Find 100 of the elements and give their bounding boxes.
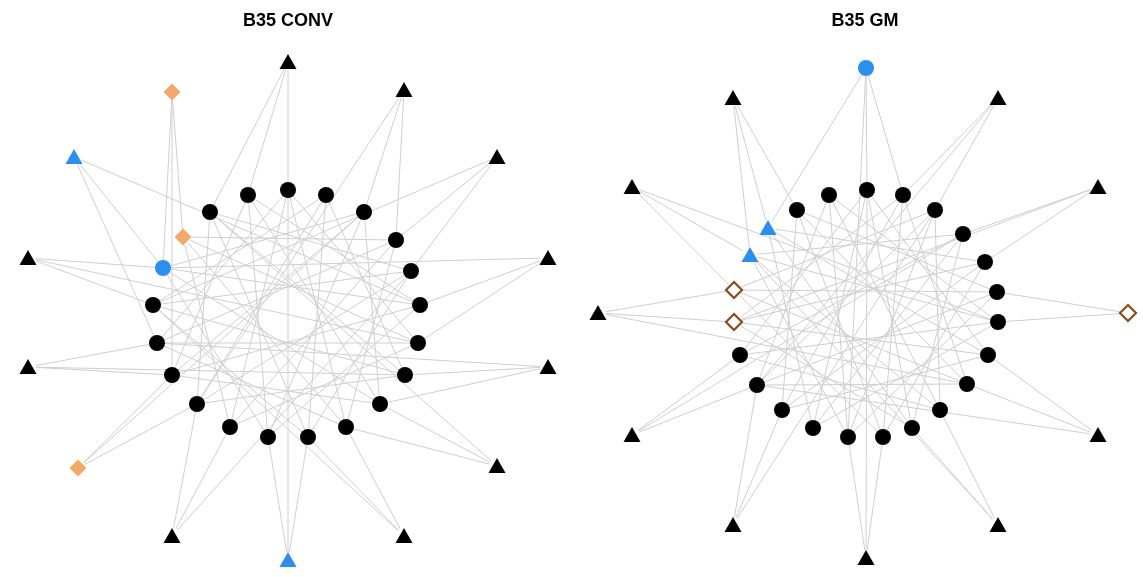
network-edge (747, 356, 933, 409)
circle-node (317, 186, 335, 204)
triangle-node (488, 457, 506, 475)
network-edge (176, 276, 407, 531)
network-edge (415, 162, 493, 266)
network-edge (639, 189, 991, 320)
network-edge (735, 416, 780, 519)
circle-node (402, 262, 420, 280)
network-edge (905, 202, 965, 377)
circle-node (201, 203, 219, 221)
network-edge (204, 375, 398, 404)
triangle-node (724, 516, 742, 534)
network-edge (764, 294, 990, 383)
network-edge (753, 261, 845, 431)
network-edge (173, 411, 196, 529)
network-edge (187, 242, 342, 422)
network-edge (270, 218, 362, 431)
network-edge (190, 236, 389, 241)
network-edge (169, 271, 374, 401)
network-edge (637, 359, 735, 431)
network-edge (170, 257, 541, 269)
network-edge (867, 75, 902, 188)
network-edge (740, 212, 929, 288)
network-edge (868, 197, 911, 421)
circle-node (396, 366, 414, 384)
network-edge (814, 197, 866, 421)
circle-node (926, 201, 944, 219)
triangle-node (724, 89, 742, 107)
triangle-node (65, 148, 83, 166)
panel-title: B35 GM (831, 10, 899, 31)
triangle-node (1089, 426, 1107, 444)
network-edge (754, 260, 994, 520)
network-edge (871, 196, 984, 349)
network-edge (313, 442, 399, 531)
network-edge (785, 201, 900, 404)
network-edge (234, 245, 392, 422)
circle-node (773, 401, 791, 419)
network-edge (164, 343, 541, 367)
network-edge (994, 359, 1092, 431)
network-edge (395, 97, 405, 233)
circle-node (371, 395, 389, 413)
network-edge (865, 75, 868, 183)
network-edge (163, 242, 390, 341)
network-edge (802, 215, 962, 379)
network-edge (853, 297, 992, 432)
network-edge (761, 103, 994, 380)
circle-node (788, 201, 806, 219)
network-edge (733, 392, 757, 518)
network-edge (883, 202, 903, 430)
network-edge (203, 274, 405, 401)
network-edge (200, 201, 323, 398)
network-edge (273, 309, 415, 433)
triangle-node (163, 527, 181, 545)
network-edge (311, 277, 408, 431)
network-edge (819, 325, 992, 425)
circle-node (931, 401, 949, 419)
network-edge (76, 163, 155, 337)
circle-node (979, 346, 997, 364)
network-edge (158, 309, 399, 532)
network-edge (789, 356, 981, 409)
network-edge (163, 345, 340, 425)
network-edge (171, 99, 173, 368)
network-edge (231, 197, 287, 420)
network-edge (215, 216, 492, 462)
network-edge (236, 345, 412, 425)
triangle-node (623, 178, 641, 196)
network-edge (991, 190, 1092, 259)
network-edge (1004, 292, 1121, 313)
network-edge (772, 234, 908, 422)
circle-node (858, 181, 876, 199)
triangle-node (395, 527, 413, 545)
network-edge (605, 313, 727, 322)
network-edge (35, 259, 411, 342)
network-edge (788, 266, 979, 406)
circle-node (954, 225, 972, 243)
triangle-node (19, 358, 37, 376)
network-edge (848, 444, 866, 551)
triangle-node (19, 249, 37, 267)
network-edge (166, 274, 265, 431)
network-edge (427, 260, 541, 303)
network-edge (161, 195, 284, 338)
triangle-node (395, 81, 413, 99)
network-edge (913, 241, 962, 421)
network-edge (739, 295, 878, 432)
network-edge (164, 342, 411, 344)
network-edge (943, 416, 995, 519)
network-edge (739, 199, 898, 318)
network-edge (349, 433, 401, 530)
network-edge (179, 375, 373, 404)
network-edge (328, 201, 403, 369)
network-edge (213, 68, 285, 206)
network-edge (83, 380, 167, 463)
network-edge (829, 202, 848, 430)
circle-node (221, 418, 239, 436)
network-edge (424, 261, 542, 340)
triangle-node (279, 551, 297, 569)
triangle-node (857, 549, 875, 567)
network-edge (78, 162, 159, 263)
circle-node (148, 334, 166, 352)
network-edge (35, 260, 146, 303)
